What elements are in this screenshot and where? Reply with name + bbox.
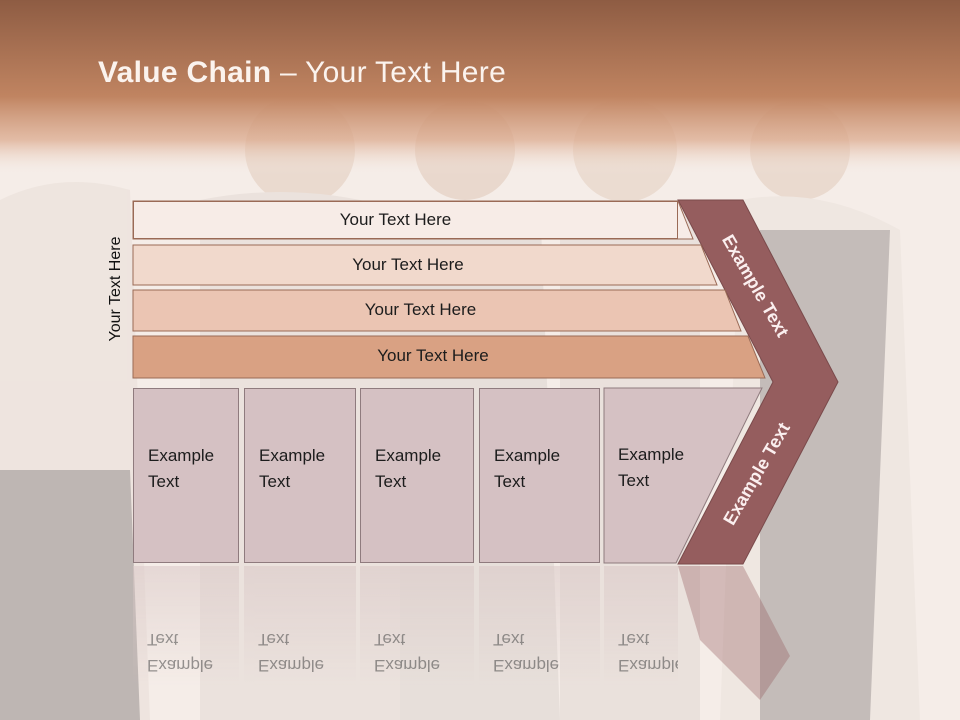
activity-box-3-label: Example Text	[375, 446, 442, 491]
slide-title: Value Chain – Your Text Here	[98, 56, 506, 90]
activity-box-5-label: Example Text	[618, 445, 685, 490]
reflection-4: Example Text	[479, 566, 600, 686]
row-4-label: Your Text Here	[377, 346, 489, 365]
row-4: Your Text Here	[133, 337, 753, 375]
activity-box-3: Example Text	[360, 388, 474, 563]
reflection-1: Example Text	[133, 566, 239, 686]
row-2: Your Text Here	[133, 246, 703, 284]
reflection-3: Example Text	[360, 566, 474, 686]
vertical-label: Your Text Here	[107, 236, 124, 342]
activity-box-2-label: Example Text	[259, 446, 326, 491]
row-1: Your Text Here	[133, 201, 678, 239]
reflection-2: Example Text	[244, 566, 356, 686]
row-2-label: Your Text Here	[352, 255, 464, 274]
title-bold: Value Chain	[98, 56, 272, 89]
activity-box-4: Example Text	[479, 388, 600, 563]
activity-box-5: Example Text	[604, 388, 704, 563]
row-1-label: Your Text Here	[339, 210, 452, 229]
activity-box-1: Example Text	[133, 388, 239, 563]
row-3-label: Your Text Here	[364, 300, 477, 319]
activity-box-4-label: Example Text	[494, 446, 561, 491]
activity-box-1-label: Example Text	[148, 446, 215, 491]
activity-box-2: Example Text	[244, 388, 356, 563]
title-rest: – Your Text Here	[271, 56, 507, 89]
row-3: Your Text Here	[133, 291, 728, 329]
reflection-5: Example Text	[604, 566, 678, 686]
